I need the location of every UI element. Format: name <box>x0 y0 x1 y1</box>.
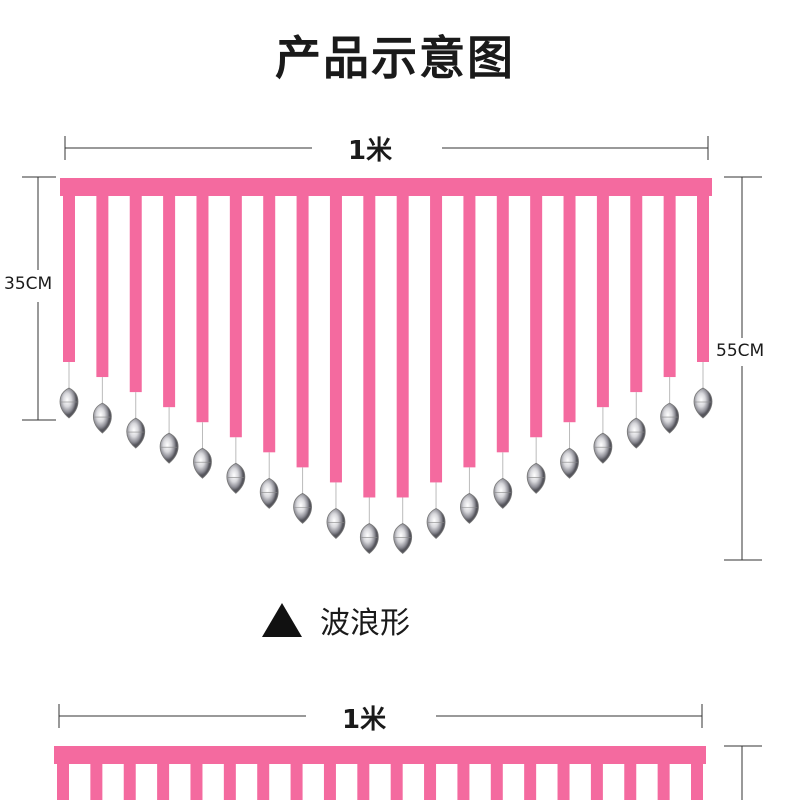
crystal-bead <box>59 387 79 419</box>
curtain-strand-2 <box>57 764 69 800</box>
curtain-strand <box>663 196 676 378</box>
curtain-strand <box>129 196 142 393</box>
curtain-strand-2 <box>390 764 403 800</box>
width-label-1: 1米 <box>342 130 399 167</box>
crystal-bead <box>193 447 212 479</box>
curtain-strand <box>363 196 376 498</box>
crystal-bead <box>259 477 279 509</box>
curtain-strand <box>630 196 643 393</box>
crystal-bead <box>359 523 379 554</box>
curtain-strand <box>196 196 209 423</box>
curtain-strand <box>163 196 176 408</box>
width-label-2: 1米 <box>336 699 393 736</box>
right-height-label: 55CM <box>716 341 765 361</box>
curtain-strand <box>63 196 75 362</box>
curtain-strand-2 <box>557 764 570 800</box>
crystal-bead <box>326 507 346 539</box>
curtain-strand <box>396 196 409 498</box>
crystal-bead <box>493 477 513 509</box>
curtain-strand-2 <box>657 764 670 800</box>
curtain-strand-2 <box>290 764 303 800</box>
curtain-strand-2 <box>490 764 503 800</box>
crystal-bead <box>626 417 646 449</box>
curtain-strand <box>496 196 509 453</box>
curtain-strand <box>596 196 609 408</box>
crystal-bead <box>593 432 613 464</box>
curtain-strand <box>530 196 543 438</box>
crystal-bead <box>159 432 179 464</box>
curtain-strand-2 <box>257 764 270 800</box>
curtain-strand-2 <box>323 764 336 800</box>
curtain-strand-2 <box>524 764 537 800</box>
crystal-bead <box>526 462 546 494</box>
crystal-bead <box>660 402 680 434</box>
curtain-strand-2 <box>590 764 603 800</box>
crystal-bead <box>460 492 479 524</box>
crystal-bead <box>226 462 246 494</box>
curtain-strand <box>329 196 342 483</box>
curtain-strand <box>229 196 242 438</box>
curtain-strand <box>697 196 709 362</box>
curtain-strand-2 <box>424 764 437 800</box>
curtain-strand <box>296 196 309 468</box>
curtain-strand <box>563 196 576 423</box>
shape-caption-text: 波浪形 <box>320 606 410 641</box>
triangle-up-icon <box>262 603 302 637</box>
left-height-label: 35CM <box>4 274 53 294</box>
crystal-bead <box>426 507 446 539</box>
curtain-strand-2 <box>624 764 637 800</box>
curtain-strand <box>263 196 276 453</box>
page-title: 产品示意图 <box>275 31 515 85</box>
crystal-bead <box>126 417 146 449</box>
crystal-bead <box>393 523 413 554</box>
curtain-strand-2 <box>357 764 370 800</box>
crystal-bead <box>560 447 579 479</box>
curtain-strand-2 <box>123 764 136 800</box>
curtain-strand-2 <box>691 764 703 800</box>
curtain-strand-2 <box>157 764 170 800</box>
curtain-strand-2 <box>190 764 203 800</box>
curtain-strand <box>430 196 443 483</box>
crystal-bead <box>693 387 713 419</box>
curtain-top-bar-1 <box>60 178 712 196</box>
curtain-strand <box>96 196 109 378</box>
curtain-strand-2 <box>90 764 103 800</box>
crystal-bead <box>92 402 112 434</box>
curtain-strand-2 <box>457 764 470 800</box>
curtain-strand-2 <box>223 764 236 800</box>
curtain-top-bar-2 <box>54 746 706 764</box>
crystal-bead <box>293 492 312 524</box>
curtain-strand <box>463 196 476 468</box>
shape-caption: 波浪形 <box>262 598 410 642</box>
